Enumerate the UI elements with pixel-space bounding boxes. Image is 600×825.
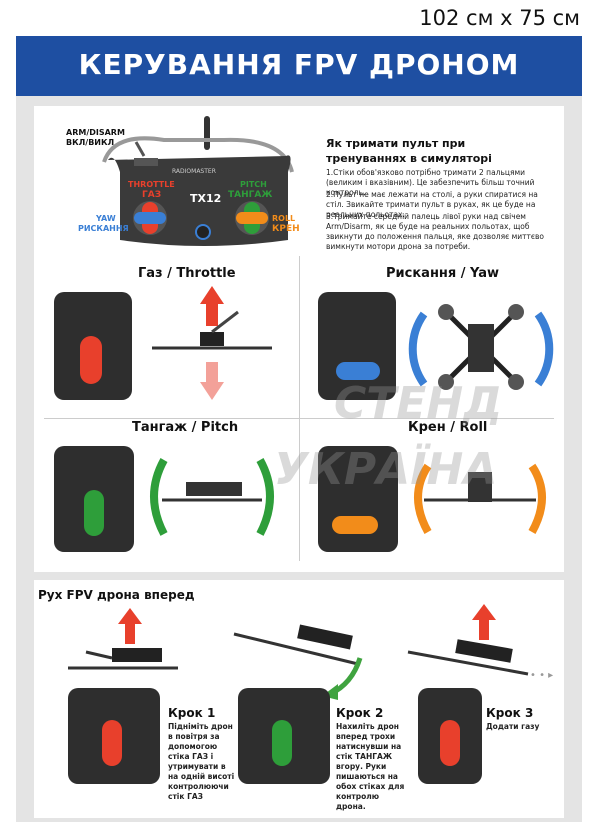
tip-2: 2.Пульт не має лежати на столі, а руки с… <box>326 190 538 219</box>
remote-illustration: ARM/DISARM ВКЛ/ВИКЛ RADIOMASTER TX12 THR… <box>54 112 304 252</box>
step1-stick-photo <box>68 688 160 784</box>
roll-heading: Крен / Roll <box>408 420 488 435</box>
arm-disarm-label: ARM/DISARM ВКЛ/ВИКЛ <box>66 128 125 147</box>
remote-drawing <box>102 116 294 246</box>
step3-text: Додати газу <box>486 722 540 731</box>
yaw-stick-photo <box>318 292 396 400</box>
roll-drone <box>414 463 546 534</box>
step2-stick-photo <box>238 688 330 784</box>
pitch-heading: Тангаж / Pitch <box>132 420 239 435</box>
yaw-label: YAW <box>96 214 116 223</box>
watermark-stend: СТЕНД <box>334 378 503 429</box>
pitch-drone <box>150 458 274 536</box>
throttle-label: THROTTLE <box>128 180 175 189</box>
throttle-drone <box>152 286 272 400</box>
roll-stick-photo <box>318 446 398 552</box>
title-bar: КЕРУВАННЯ FPV ДРОНОМ <box>16 36 582 96</box>
throttle-stick-photo <box>54 292 132 400</box>
forward-drones: • • ▸ <box>68 604 553 700</box>
tangazh-label: ТАНГАЖ <box>228 190 273 200</box>
remote-model: TX12 <box>190 192 222 205</box>
pitch-stick-photo <box>54 446 134 552</box>
size-label: 102 см x 75 см <box>419 6 580 30</box>
step1-title: Крок 1 <box>168 706 216 720</box>
remote-brand: RADIOMASTER <box>172 168 216 175</box>
pitch-label: PITCH <box>240 180 267 189</box>
svg-text:• • ▸: • • ▸ <box>530 670 553 681</box>
throttle-heading: Газ / Throttle <box>138 266 236 281</box>
tip-3: 3.Тримайте середній палець лівої руки на… <box>326 212 544 251</box>
step3-title: Крок 3 <box>486 706 534 720</box>
controls-panel: ARM/DISARM ВКЛ/ВИКЛ RADIOMASTER TX12 THR… <box>34 106 564 572</box>
gas-label: ГАЗ <box>142 190 162 200</box>
watermark-ukraina: УКРАЇНА <box>274 444 498 495</box>
step2-title: Крок 2 <box>336 706 384 720</box>
step2-text: Нахиліть дрон вперед трохи натиснувши на… <box>336 722 405 811</box>
yaw-heading: Рискання / Yaw <box>386 266 500 281</box>
divider-vertical <box>299 256 300 561</box>
step3-stick-photo <box>418 688 482 784</box>
yaw-drone <box>408 304 554 390</box>
roll-label: ROLL <box>272 214 296 223</box>
divider-horizontal <box>44 418 554 419</box>
forward-heading: Рух FPV дрона вперед <box>38 588 195 602</box>
kren-label: КРЕН <box>272 224 300 234</box>
tip-1: 1.Стіки обов'язково потрібно тримати 2 п… <box>326 168 535 197</box>
holding-heading: Як тримати пульт при тренуваннях в симул… <box>326 137 492 165</box>
step1-text: Підніміть дрон в повітря за допомогою ст… <box>168 722 235 801</box>
ryskannia-label: РИСКАННЯ <box>78 224 129 233</box>
forward-panel: Рух FPV дрона вперед • • ▸ Крок 1 Піднім… <box>34 580 564 818</box>
page-title: КЕРУВАННЯ FPV ДРОНОМ <box>78 48 520 81</box>
